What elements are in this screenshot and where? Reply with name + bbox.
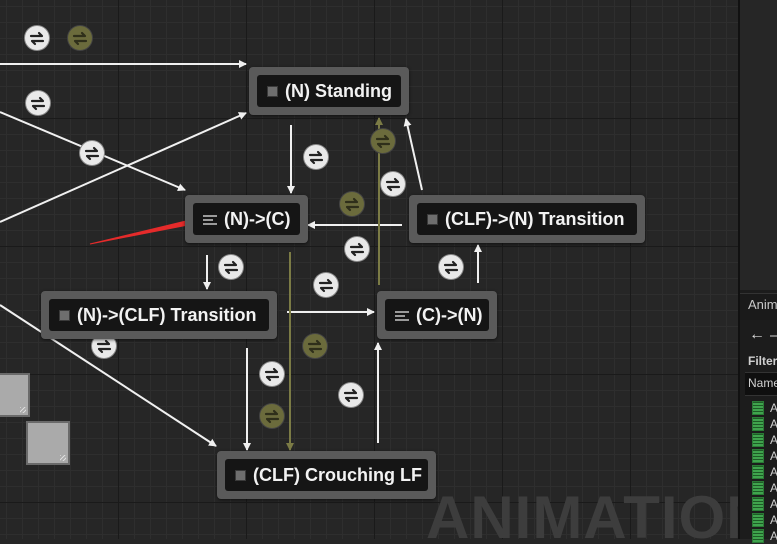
transition-rule-icon-inactive[interactable] xyxy=(371,129,395,153)
asset-label: A xyxy=(770,449,777,463)
transition-rule-icon[interactable] xyxy=(314,273,338,297)
wire-left-to-standing xyxy=(0,112,247,223)
asset-row[interactable]: A xyxy=(752,512,777,528)
conduit-icon xyxy=(203,213,217,225)
state-icon xyxy=(59,309,70,321)
panel-tab-bar xyxy=(740,293,777,320)
asset-row[interactable]: A xyxy=(752,416,777,432)
anim-asset-icon xyxy=(752,465,764,479)
state-node-n-to-clf-transition[interactable]: (N)->(CLF) Transition xyxy=(41,291,277,339)
state-node-standing[interactable]: (N) Standing xyxy=(249,67,409,115)
comment-box[interactable] xyxy=(0,373,30,417)
wire-left-to-clf-crouch xyxy=(0,304,217,447)
state-label: (CLF) Crouching LF xyxy=(253,464,422,485)
transition-rule-icon[interactable] xyxy=(260,362,284,386)
asset-label: A xyxy=(770,497,777,511)
anim-asset-icon xyxy=(752,417,764,431)
asset-label: A xyxy=(770,465,777,479)
state-icon xyxy=(235,469,246,481)
anim-asset-icon xyxy=(752,529,764,543)
filters-button[interactable]: Filters xyxy=(748,354,777,368)
transition-rule-icon[interactable] xyxy=(339,383,363,407)
asset-label: A xyxy=(770,481,777,495)
state-machine-graph[interactable]: ANIMATION xyxy=(0,0,738,539)
asset-row[interactable]: A xyxy=(752,480,777,496)
state-label: (C)->(N) xyxy=(416,304,483,325)
comment-box[interactable] xyxy=(26,421,70,465)
conduit-node-n-to-c[interactable]: (N)->(C) xyxy=(185,195,308,243)
asset-row[interactable]: A xyxy=(752,496,777,512)
state-label: (N)->(CLF) Transition xyxy=(77,304,257,325)
transition-rule-icon[interactable] xyxy=(381,172,405,196)
transition-rule-icon[interactable] xyxy=(25,26,49,50)
state-node-clf-to-n-transition[interactable]: (CLF)->(N) Transition xyxy=(409,195,645,243)
anim-asset-icon xyxy=(752,513,764,527)
transition-rule-icon-inactive[interactable] xyxy=(340,192,364,216)
asset-label: A xyxy=(770,433,777,447)
transition-rule-icon-inactive[interactable] xyxy=(260,404,284,428)
asset-row[interactable]: A xyxy=(752,464,777,480)
state-icon xyxy=(267,85,278,97)
transition-rule-icon[interactable] xyxy=(26,91,50,115)
state-node-clf-crouching-lf[interactable]: (CLF) Crouching LF xyxy=(217,451,436,499)
transition-rule-icon-inactive[interactable] xyxy=(68,26,92,50)
column-header-name: Name xyxy=(748,376,777,390)
panel-upper-area xyxy=(740,0,777,290)
anim-asset-icon xyxy=(752,481,764,495)
anim-asset-icon xyxy=(752,433,764,447)
transition-rule-icon[interactable] xyxy=(80,141,104,165)
graph-watermark: ANIMATION xyxy=(426,484,738,540)
anim-asset-icon xyxy=(752,401,764,415)
asset-label: A xyxy=(770,529,777,543)
conduit-node-c-to-n[interactable]: (C)->(N) xyxy=(377,291,497,339)
asset-row[interactable]: A xyxy=(752,448,777,464)
state-label: (N)->(C) xyxy=(224,208,291,229)
asset-row[interactable]: A xyxy=(752,400,777,416)
anim-asset-icon xyxy=(752,497,764,511)
asset-label: A xyxy=(770,401,777,415)
state-label: (CLF)->(N) Transition xyxy=(445,208,625,229)
asset-label: A xyxy=(770,417,777,431)
transition-rule-icon[interactable] xyxy=(345,237,369,261)
asset-row[interactable]: A xyxy=(752,528,777,544)
transition-rule-icon[interactable] xyxy=(219,255,243,279)
nav-forward-icon[interactable] xyxy=(770,335,777,337)
asset-label: A xyxy=(770,513,777,527)
transition-rule-icon[interactable] xyxy=(304,145,328,169)
column-header[interactable]: Name xyxy=(745,372,777,396)
transition-rule-icon-inactive[interactable] xyxy=(303,334,327,358)
asset-row[interactable]: A xyxy=(752,432,777,448)
wire-clf-n-to-standing xyxy=(403,118,423,191)
conduit-icon xyxy=(395,309,409,321)
arrow-left-icon[interactable]: ← xyxy=(749,326,765,343)
transition-rule-icon[interactable] xyxy=(439,255,463,279)
anim-asset-icon xyxy=(752,449,764,463)
tab-anim[interactable]: Anim xyxy=(748,297,777,312)
state-label: (N) Standing xyxy=(285,80,392,101)
state-icon xyxy=(427,213,438,225)
